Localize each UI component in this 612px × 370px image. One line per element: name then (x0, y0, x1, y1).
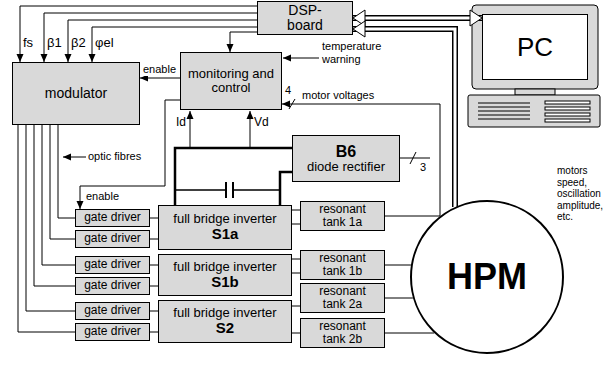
wire (292, 273, 300, 274)
node-text: monitoring and control (181, 67, 281, 96)
node-text: resonant tank 2a (308, 285, 378, 311)
inverter-box: full bridge inverterS2 (158, 300, 292, 343)
wire (385, 265, 411, 266)
processor-board: DSP-board (257, 1, 353, 35)
node-text: S1a (212, 226, 239, 243)
pc-monitor (468, 5, 600, 127)
wire (385, 216, 440, 217)
wire (34, 125, 75, 286)
wire (292, 210, 300, 211)
node-text: DSP-board (281, 3, 329, 34)
data-link (353, 18, 482, 19)
wire (150, 218, 158, 219)
pc-screen: PC (482, 14, 588, 80)
inverter-box: full bridge inverterS1a (158, 205, 292, 250)
node-text: resonant tank 1b (308, 252, 378, 278)
wire (140, 78, 180, 79)
control-box: monitoring and control (180, 52, 282, 110)
node-text: full bridge inverter (173, 212, 276, 226)
wire (385, 333, 434, 334)
wire (292, 224, 300, 225)
node-text: modulator (45, 86, 107, 101)
wire (230, 32, 257, 52)
signal-label: motor voltages (302, 89, 374, 102)
gate-driver: gate driver (75, 230, 150, 248)
node-text: gate driver (84, 279, 141, 292)
node-text: full bridge inverter (173, 260, 276, 274)
resonant-tank: resonant tank 2b (300, 318, 385, 348)
wire (150, 286, 158, 287)
wire (42, 125, 75, 265)
wire (292, 259, 300, 260)
signal-label: φel (95, 36, 114, 51)
resonant-tank: resonant tank 1a (300, 201, 385, 231)
gate-driver: gate driver (75, 277, 150, 295)
node-text: gate driver (84, 258, 141, 271)
node-text: diode rectifier (307, 160, 385, 174)
gate-driver: gate driver (75, 209, 150, 227)
wire (175, 148, 292, 205)
node-text: resonant tank 1a (308, 203, 378, 229)
modulator-box: modulator (12, 62, 140, 125)
wire (292, 333, 300, 334)
wire (150, 239, 158, 240)
wire (280, 172, 292, 205)
signal-label: Id (176, 116, 186, 130)
node-text: gate driver (84, 211, 141, 224)
gate-driver: gate driver (75, 302, 150, 320)
node-text: B6 (336, 143, 356, 161)
node-text: gate driver (84, 232, 141, 245)
node-text: PC (517, 33, 553, 62)
resonant-tank: resonant tank 2a (300, 283, 385, 313)
wire (150, 311, 158, 312)
signal-label: Vd (254, 116, 269, 130)
wire (26, 125, 75, 311)
gate-driver: gate driver (75, 323, 150, 341)
wire (18, 125, 75, 332)
node-text: full bridge inverter (173, 306, 276, 320)
signal-label: β1 (47, 36, 62, 51)
signal-label: enable (143, 63, 176, 76)
wire (50, 125, 75, 239)
motor-circle: HPM (410, 200, 564, 354)
wire (58, 125, 75, 218)
node-text: resonant tank 2b (308, 320, 378, 346)
inverter-box: full bridge inverterS1b (158, 254, 292, 296)
node-text: HPM (447, 257, 527, 297)
capacitor-symbol (175, 182, 280, 198)
node-text: gate driver (84, 325, 141, 338)
signal-label: motors speed, oscillation amplitude, etc… (557, 165, 611, 223)
bus-width: 3 (420, 161, 426, 174)
wire (150, 332, 158, 333)
gate-driver: gate driver (75, 256, 150, 274)
wire (150, 265, 158, 266)
warning-label: temperature warning (322, 40, 392, 65)
signal-label: fs (23, 36, 33, 51)
resonant-tank: resonant tank 1b (300, 250, 385, 280)
wire (282, 104, 440, 216)
wire (292, 306, 300, 307)
signal-label: β2 (71, 36, 86, 51)
node-text: gate driver (84, 304, 141, 317)
rectifier-box: B6diode rectifier (292, 135, 400, 182)
case-slots (545, 101, 590, 122)
wire (385, 298, 413, 299)
bus-width: 4 (285, 84, 291, 97)
node-text: S1b (211, 274, 239, 291)
note-label: optic fibres (88, 150, 141, 163)
signal-label: enable (86, 190, 119, 203)
node-text: S2 (216, 320, 234, 337)
